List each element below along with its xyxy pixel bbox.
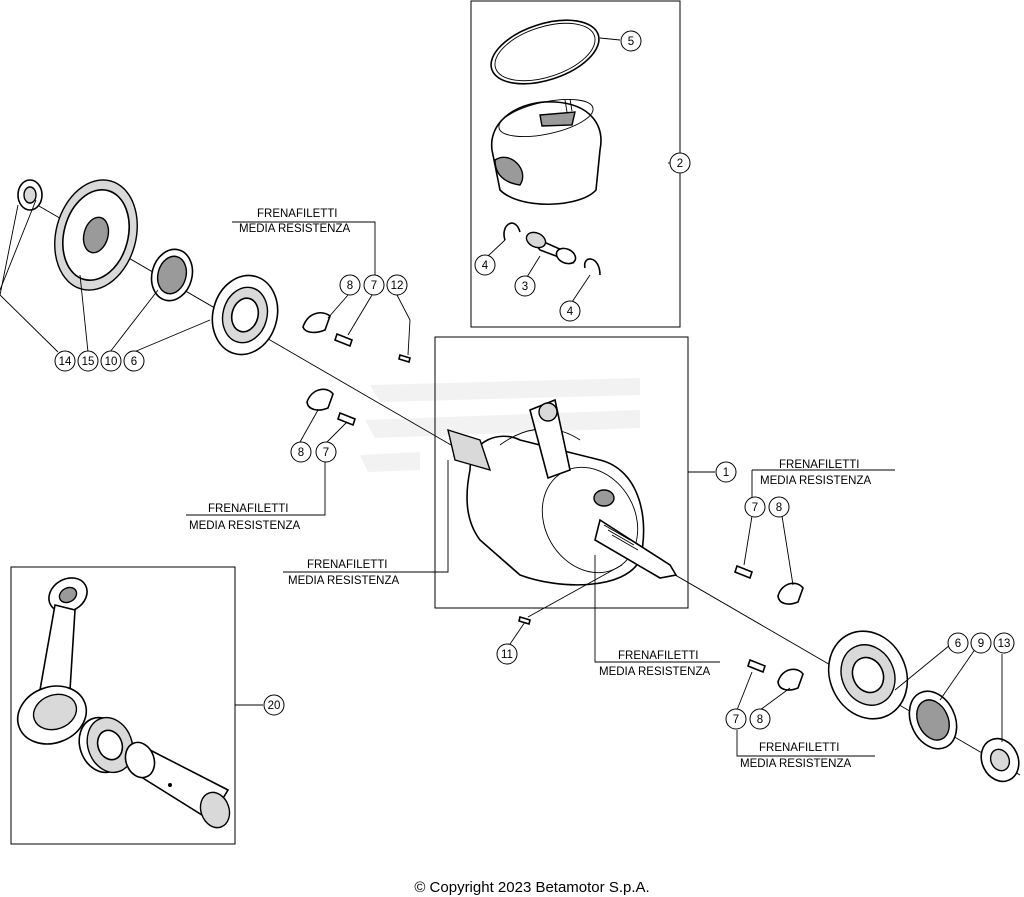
callout-8-right-lower: 8 <box>749 708 771 730</box>
bearing-left-icon <box>211 274 279 356</box>
piston-pin-icon <box>525 231 577 265</box>
svg-text:7: 7 <box>323 447 329 459</box>
callout-7-mid: 7 <box>315 441 337 463</box>
callout-8-mid: 8 <box>290 441 312 463</box>
svg-text:9: 9 <box>978 638 984 650</box>
callout-20: 20 <box>263 694 285 716</box>
callout-10: 10 <box>100 350 122 372</box>
bolt-right-lower-icon <box>747 658 766 674</box>
callout-12: 12 <box>386 274 408 296</box>
svg-text:4: 4 <box>482 260 489 272</box>
plate-right-lower-icon <box>777 668 804 691</box>
svg-text:11: 11 <box>501 649 513 661</box>
callout-14: 14 <box>54 350 76 372</box>
copyright-text: © Copyright 2023 Betamotor S.p.A. <box>414 879 649 896</box>
svg-text:6: 6 <box>131 356 137 368</box>
callout-6-right: 6 <box>947 632 969 654</box>
plate-right-upper-icon <box>777 582 804 605</box>
svg-text:4: 4 <box>567 306 574 318</box>
callout-7-right-upper: 7 <box>744 496 766 518</box>
callout-8-top: 8 <box>339 274 361 296</box>
key-upper-icon <box>398 353 411 364</box>
callout-5: 5 <box>620 30 642 52</box>
note-mid-line2: MEDIA RESISTENZA <box>189 520 301 532</box>
note-crank-line2: MEDIA RESISTENZA <box>288 575 400 587</box>
circlip-right-icon <box>583 258 601 276</box>
callout-4-left: 4 <box>474 254 496 276</box>
note-right-lower: FRENAFILETTI MEDIA RESISTENZA <box>740 742 852 770</box>
svg-text:1: 1 <box>723 467 729 479</box>
nut-left-icon <box>17 179 43 211</box>
callout-4-right: 4 <box>559 300 581 322</box>
note-right-lower-line2: MEDIA RESISTENZA <box>740 758 852 770</box>
callout-8-right-upper: 8 <box>768 496 790 518</box>
plate-upper-icon <box>302 312 331 334</box>
seal-left-icon <box>150 248 194 302</box>
svg-text:8: 8 <box>757 714 763 726</box>
callout-15: 15 <box>77 350 99 372</box>
note-top-line1: FRENAFILETTI <box>257 208 338 220</box>
note-shaft: FRENAFILETTI MEDIA RESISTENZA <box>599 650 711 678</box>
svg-text:7: 7 <box>371 280 377 292</box>
svg-text:12: 12 <box>391 280 404 292</box>
callout-13: 13 <box>993 632 1015 654</box>
note-mid-line1: FRENAFILETTI <box>208 503 289 515</box>
callout-7-right-lower: 7 <box>725 708 747 730</box>
note-top-line2: MEDIA RESISTENZA <box>239 223 351 235</box>
svg-text:14: 14 <box>59 356 72 368</box>
key-lower-icon <box>518 615 531 626</box>
callout-11: 11 <box>496 643 518 665</box>
gear-icon <box>54 179 138 291</box>
callout-1: 1 <box>715 461 737 483</box>
svg-text:7: 7 <box>752 502 758 514</box>
svg-text:2: 2 <box>677 158 683 170</box>
note-crank: FRENAFILETTI MEDIA RESISTENZA <box>288 559 400 587</box>
plate-lower-icon <box>306 388 334 411</box>
bearing-right-icon <box>827 630 909 720</box>
piston-ring-icon <box>490 19 600 85</box>
callout-6-left: 6 <box>123 350 145 372</box>
needle-bearing-icon <box>78 716 134 774</box>
note-top: FRENAFILETTI MEDIA RESISTENZA <box>239 208 351 235</box>
piston-icon <box>490 98 602 205</box>
bolt-upper-icon <box>334 332 353 348</box>
note-right-upper-line2: MEDIA RESISTENZA <box>760 475 872 487</box>
callout-9: 9 <box>970 632 992 654</box>
svg-text:8: 8 <box>298 447 304 459</box>
svg-text:10: 10 <box>105 356 118 368</box>
circlip-left-icon <box>503 222 521 241</box>
callout-3: 3 <box>514 275 536 297</box>
callout-7-top: 7 <box>363 274 385 296</box>
note-shaft-line1: FRENAFILETTI <box>618 650 699 662</box>
svg-text:20: 20 <box>268 700 281 712</box>
svg-text:15: 15 <box>82 356 95 368</box>
connecting-rod-icon <box>16 577 88 745</box>
crank-pin-icon <box>124 741 231 829</box>
con-rod-group-box <box>10 566 236 845</box>
note-mid: FRENAFILETTI MEDIA RESISTENZA <box>189 503 301 532</box>
note-crank-line1: FRENAFILETTI <box>307 559 388 571</box>
bolt-lower-icon <box>337 411 356 427</box>
callout-2: 2 <box>669 152 691 174</box>
nut-right-icon <box>980 737 1020 783</box>
svg-text:13: 13 <box>998 638 1011 650</box>
watermark <box>360 378 640 472</box>
svg-text:8: 8 <box>347 280 353 292</box>
note-right-upper-line1: FRENAFILETTI <box>779 459 860 471</box>
note-right-upper: FRENAFILETTI MEDIA RESISTENZA <box>760 459 872 487</box>
crankshaft-icon <box>447 398 678 586</box>
svg-text:8: 8 <box>776 502 782 514</box>
note-shaft-line2: MEDIA RESISTENZA <box>599 666 711 678</box>
svg-text:6: 6 <box>955 638 961 650</box>
bolt-right-upper-icon <box>734 564 753 580</box>
svg-text:5: 5 <box>628 36 634 48</box>
seal-right-icon <box>908 690 958 750</box>
crankshaft-group-box <box>434 336 689 609</box>
note-right-lower-line1: FRENAFILETTI <box>759 742 840 754</box>
svg-text:3: 3 <box>522 281 528 293</box>
svg-text:7: 7 <box>733 714 739 726</box>
